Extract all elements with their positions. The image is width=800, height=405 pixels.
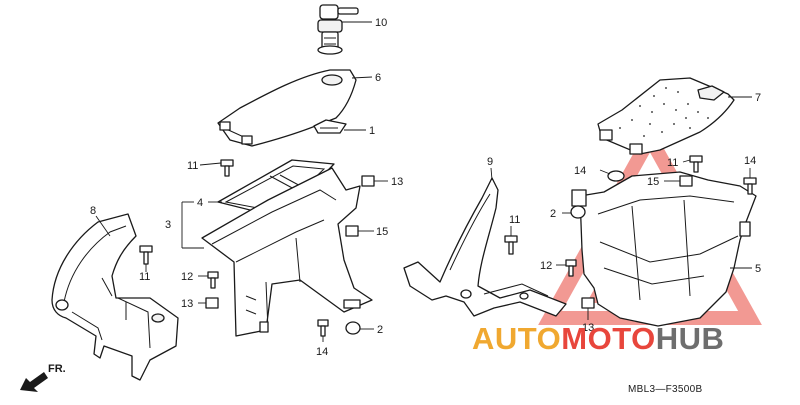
leader-lines [95, 21, 752, 342]
watermark-auto: AUTO [472, 321, 561, 356]
watermark-text: AUTOMOTOHUB [472, 321, 724, 356]
callout-numbers: 10 6 1 11 4 3 13 15 8 11 12 13 14 2 9 11… [90, 17, 761, 358]
front-label: FR. [48, 363, 66, 375]
callout-2: 2 [377, 324, 383, 336]
top-lid-part-6 [217, 69, 357, 147]
callout-12: 12 [181, 271, 193, 283]
callout-11: 11 [187, 160, 198, 172]
callout-1: 1 [369, 125, 375, 137]
front-direction-indicator: FR. [20, 363, 66, 392]
diagram-code: MBL3—F3500B [628, 384, 702, 395]
center-panel-part-9 [403, 177, 567, 317]
storage-box-part-3 [201, 167, 373, 337]
callout-13: 13 [582, 322, 594, 334]
callout-13: 13 [391, 176, 403, 188]
fasteners [139, 155, 757, 337]
tray-part-5 [571, 171, 757, 327]
callout-9: 9 [487, 156, 493, 168]
clip-part-1 [313, 119, 347, 134]
callout-14: 14 [744, 155, 756, 167]
watermark: AUTOMOTOHUB [472, 321, 724, 356]
side-panel-part-8 [51, 213, 179, 381]
callout-12: 12 [540, 260, 552, 272]
callout-5: 5 [755, 263, 761, 275]
callout-6: 6 [375, 72, 381, 84]
callout-15: 15 [376, 226, 388, 238]
callout-11: 11 [139, 271, 150, 283]
callout-11: 11 [667, 157, 678, 169]
callout-11: 11 [509, 214, 520, 226]
callout-14: 14 [316, 346, 328, 358]
watermark-hub: HUB [656, 321, 725, 356]
callout-2: 2 [550, 208, 556, 220]
arrow-icon [20, 372, 48, 392]
callout-8: 8 [90, 205, 96, 217]
callout-14: 14 [574, 165, 586, 177]
callout-15: 15 [647, 176, 659, 188]
right-lid-part-7 [597, 77, 735, 155]
callout-4: 4 [197, 197, 203, 209]
callout-10: 10 [375, 17, 387, 29]
ignition-switch-part-10 [317, 4, 359, 55]
watermark-moto: MOTO [561, 321, 655, 356]
callout-13: 13 [181, 298, 193, 310]
callout-7: 7 [755, 92, 761, 104]
callout-3: 3 [165, 219, 171, 231]
